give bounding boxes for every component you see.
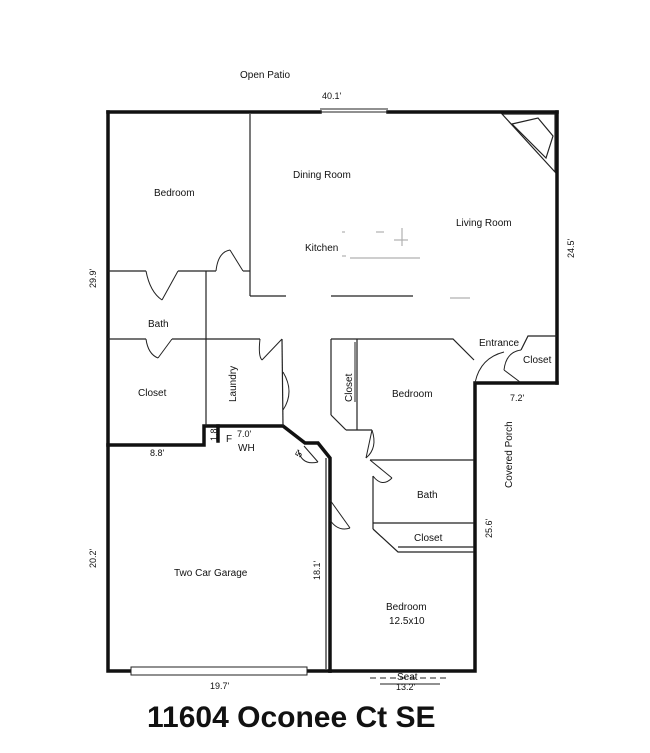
interior-walls	[108, 114, 557, 669]
dim-right-upper: 24.5'	[566, 238, 576, 258]
kitchen-fixtures	[342, 228, 470, 299]
address-title: 11604 Oconee Ct SE	[147, 701, 436, 734]
seat-bench	[370, 677, 450, 685]
label-garage: Two Car Garage	[174, 568, 248, 579]
label-seat: Seat	[397, 672, 418, 683]
dim-bottom-bedroom: 13.2'	[396, 682, 416, 692]
label-covered-porch: Covered Porch	[504, 421, 515, 488]
label-closet-w: Closet	[138, 388, 167, 399]
label-bath-e: Bath	[417, 490, 438, 501]
label-bath-w: Bath	[148, 319, 169, 330]
fireplace	[500, 113, 556, 174]
dim-closet-depth: 1.8	[209, 428, 219, 441]
garage-door	[130, 666, 308, 676]
label-closet-entrance: Closet	[523, 355, 552, 366]
label-dining-room: Dining Room	[293, 170, 351, 181]
label-bedroom-nw: Bedroom	[154, 188, 195, 199]
dim-bottom-garage: 19.7'	[210, 681, 230, 691]
dimension-labels: 40.1' 29.9' 24.5' 7.2' 1.8 7.0' 8.8' 5' …	[88, 91, 576, 692]
dim-diag-small: 5'	[293, 448, 305, 459]
door-swings	[145, 249, 522, 530]
label-bedroom-se-size: 12.5x10	[389, 616, 425, 627]
label-entrance: Entrance	[479, 338, 519, 349]
dim-garage-depth: 18.1'	[312, 560, 322, 580]
label-living-room: Living Room	[456, 218, 512, 229]
label-kitchen: Kitchen	[305, 243, 338, 254]
label-closet-hall: Closet	[344, 373, 355, 402]
dim-left-mid: 8.8'	[150, 448, 165, 458]
dim-left-upper: 29.9'	[88, 268, 98, 288]
label-wh: WH	[238, 443, 255, 454]
label-bedroom-se: Bedroom	[386, 602, 427, 613]
label-laundry: Laundry	[228, 366, 239, 402]
dim-entrance-width: 7.2'	[510, 393, 525, 403]
dim-left-lower: 20.2'	[88, 548, 98, 568]
room-labels: Open Patio Bedroom Dining Room Living Ro…	[138, 70, 552, 683]
label-f: F	[226, 434, 232, 445]
label-bedroom-center: Bedroom	[392, 389, 433, 400]
dim-top-width: 40.1'	[322, 91, 342, 101]
patio-door	[320, 108, 388, 113]
dim-closet-width: 7.0'	[237, 429, 252, 439]
label-open-patio: Open Patio	[240, 70, 290, 81]
label-closet-e: Closet	[414, 533, 443, 544]
dim-right-lower: 25.6'	[484, 518, 494, 538]
